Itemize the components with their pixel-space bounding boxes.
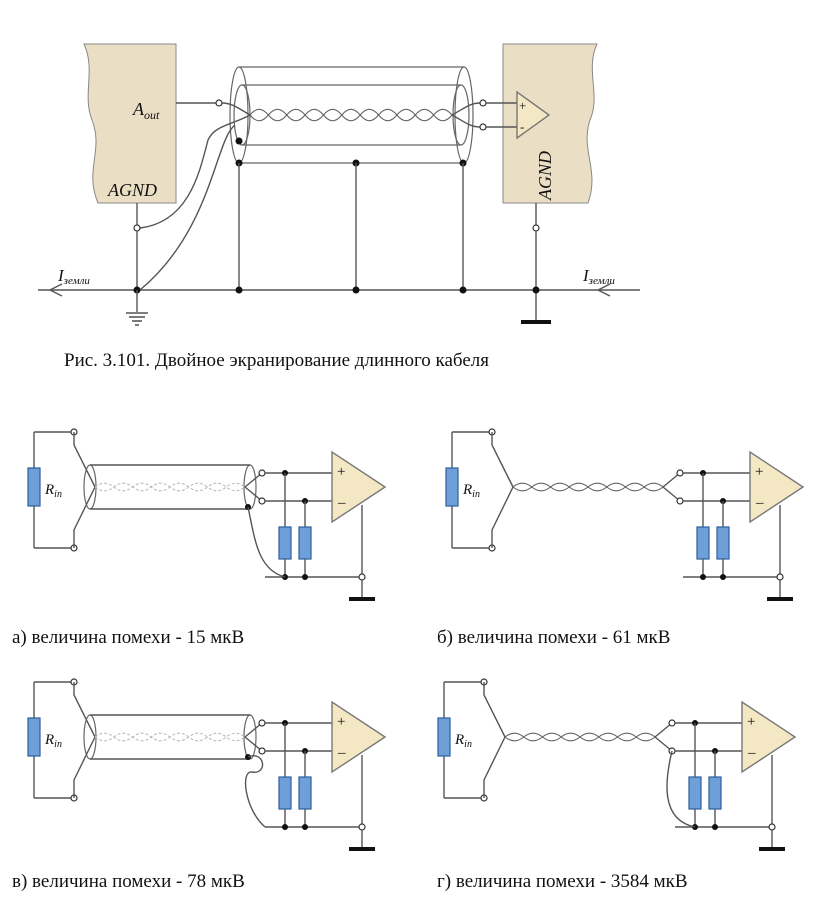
agnd-left-terminal xyxy=(133,224,141,232)
twisted-pair-path xyxy=(504,732,656,742)
earth-ground-icon xyxy=(126,290,148,326)
aout-terminal xyxy=(215,99,223,107)
rin-resistor xyxy=(437,717,451,757)
rin-label: Rin xyxy=(462,482,480,500)
amplifier xyxy=(741,700,797,774)
ground-current-left-label: Iземли xyxy=(57,266,90,287)
subfigure-b-caption: б) величина помехи - 61 мкВ xyxy=(437,627,671,648)
subfigure-g: Rin + – xyxy=(437,678,797,851)
rin-label: Rin xyxy=(44,482,62,500)
rin-resistor xyxy=(27,467,41,507)
amp-minus-label: – xyxy=(747,745,756,761)
twisted-pair xyxy=(249,108,453,122)
agnd-right-label: AGND xyxy=(535,151,555,201)
subfigure-v: Rin + – xyxy=(27,678,387,851)
main-diagram: Aout AGND AGND xyxy=(38,43,640,326)
source-panel xyxy=(83,43,177,204)
aout-label: Aout xyxy=(132,99,160,122)
bias-resistor xyxy=(278,526,292,560)
bias-resistor xyxy=(298,776,312,810)
subfigure-g-caption: г) величина помехи - 3584 мкВ xyxy=(437,871,688,892)
subfigure-v-caption: в) величина помехи - 78 мкВ xyxy=(12,871,245,892)
bias-resistor xyxy=(708,776,722,810)
rin-resistor xyxy=(27,717,41,757)
amp-minus-label: - xyxy=(520,119,524,134)
amp-plus-label: + xyxy=(337,714,345,730)
rin-label: Rin xyxy=(44,732,62,750)
amp-minus-label: – xyxy=(755,495,764,511)
bias-resistor xyxy=(716,526,730,560)
receiver-amplifier xyxy=(516,90,551,140)
bias-resistor xyxy=(688,776,702,810)
twisted-pair-path xyxy=(94,482,246,492)
figure-caption: Рис. 3.101. Двойное экранирование длинно… xyxy=(64,350,489,371)
rin-label: Rin xyxy=(454,732,472,750)
subfigures: Rin + – Rin + – Rin + – Rin + – xyxy=(27,428,805,851)
subfigure-a: Rin + – xyxy=(27,428,387,601)
subfigure-b: Rin + – xyxy=(445,428,805,601)
subfigure-a-caption: а) величина помехи - 15 мкВ xyxy=(12,627,245,648)
agnd-left-label: AGND xyxy=(107,180,157,200)
amp-minus-label: – xyxy=(337,495,346,511)
main-twisted-pair-path xyxy=(249,108,453,122)
amp-plus-label: + xyxy=(519,98,526,113)
bias-resistor xyxy=(278,776,292,810)
receiver-panel xyxy=(502,43,598,204)
rin-resistor xyxy=(445,467,459,507)
twisted-pair-path xyxy=(512,482,664,492)
amplifier xyxy=(331,700,387,774)
bias-resistor xyxy=(298,526,312,560)
amplifier xyxy=(749,450,805,524)
amp-plus-label: + xyxy=(747,714,755,730)
amp-plus-label: + xyxy=(337,464,345,480)
bias-resistor xyxy=(696,526,710,560)
ground-current-right-label: Iземли xyxy=(582,266,615,287)
cable-shield xyxy=(229,66,474,164)
amp-plus-label: + xyxy=(755,464,763,480)
twisted-pair-path xyxy=(94,732,246,742)
amplifier xyxy=(331,450,387,524)
amp-minus-label: – xyxy=(337,745,346,761)
